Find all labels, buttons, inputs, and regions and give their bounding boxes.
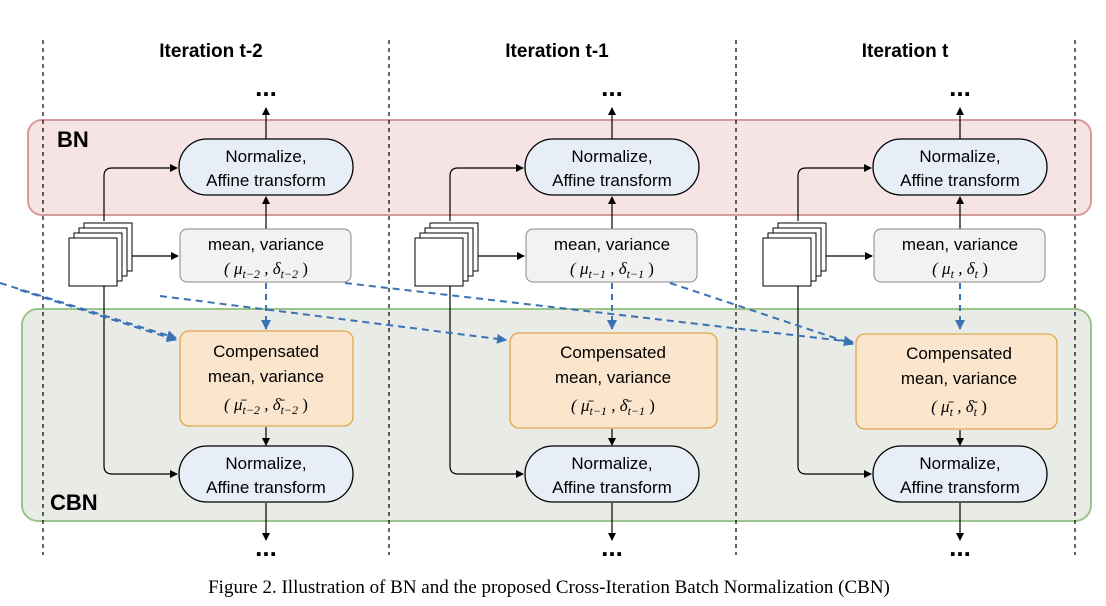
comp-formula: ( μ̄t−1 , δ̄t−1 ) [571,396,655,418]
stats-formula: ( μt , δt ) [932,259,988,281]
stats-node [525,228,698,283]
normalize-line2: Affine transform [900,171,1020,190]
stats-node [179,228,352,283]
cbn-normalize-line2: Affine transform [206,478,326,497]
dash-arrow-t2-to-comp-t1 [159,295,507,344]
iteration-title: Iteration t-1 [505,41,609,62]
dash-arrow-prev-to-comp-t2-b [19,289,177,343]
normalize-line2: Affine transform [206,171,326,190]
iteration-column: Iteration t-1 ... Normalize, Affine tran… [414,41,718,562]
figure-caption: Figure 2. Illustration of BN and the pro… [208,577,890,598]
comp-formula: ( μ̄t−2 , δ̄t−2 ) [224,395,308,417]
comp-line1: Compensated [213,342,319,361]
continuation-top: ... [949,72,971,102]
dash-arrow-t2-to-comp-t [344,282,854,346]
normalize-line2: Affine transform [552,171,672,190]
normalize-line1: Normalize, [571,147,652,166]
comp-line2: mean, variance [555,368,671,387]
cbn-normalize-node [524,445,700,503]
continuation-bottom: ... [601,532,623,562]
iteration-column: Iteration t ... Normalize, Affine transf… [762,41,1058,562]
comp-line1: Compensated [906,344,1012,363]
stats-line1: mean, variance [902,235,1018,254]
continuation-top: ... [601,72,623,102]
iteration-title: Iteration t-2 [159,41,262,62]
feature-maps-icon [68,222,133,287]
cbn-normalize-node [178,445,354,503]
cbn-normalize-line1: Normalize, [571,454,652,473]
arrow-features-to-normalize [103,164,178,221]
arrow-features-to-cbn-normalize [103,286,178,478]
bn-label: BN [57,127,89,152]
normalize-node [178,138,354,196]
comp-line2: mean, variance [901,369,1017,388]
iteration-column: Iteration t-2 ... Normalize, Affine tran… [68,41,354,562]
comp-line2: mean, variance [208,367,324,386]
stats-formula: ( μt−2 , δt−2 ) [224,259,308,281]
arrow-features-to-normalize [797,164,872,221]
cbn-normalize-line2: Affine transform [552,478,672,497]
cbn-normalize-line1: Normalize, [919,454,1000,473]
dash-arrow-t1-to-comp-t [669,282,854,346]
stats-node [873,228,1046,283]
stats-line1: mean, variance [208,235,324,254]
normalize-node [872,138,1048,196]
dash-arrow-prev-to-comp-t2 [0,282,177,341]
cbn-normalize-node [872,445,1048,503]
arrow-features-to-cbn-normalize [797,286,872,478]
normalize-node [524,138,700,196]
iteration-title: Iteration t [862,41,949,62]
stats-line1: mean, variance [554,235,670,254]
feature-maps-icon [762,222,827,287]
continuation-bottom: ... [255,532,277,562]
compensated-node [509,332,718,429]
compensated-node [179,330,354,427]
continuation-top: ... [255,72,277,102]
continuation-bottom: ... [949,532,971,562]
arrow-features-to-cbn-normalize [449,286,524,478]
cbn-normalize-line2: Affine transform [900,478,1020,497]
compensated-node [855,333,1058,430]
comp-line1: Compensated [560,343,666,362]
arrow-features-to-normalize [449,164,524,221]
cbn-normalize-line1: Normalize, [225,454,306,473]
normalize-line1: Normalize, [919,147,1000,166]
normalize-line1: Normalize, [225,147,306,166]
comp-formula: ( μ̄t , δ̄t ) [931,397,987,419]
feature-maps-icon [414,222,479,287]
stats-formula: ( μt−1 , δt−1 ) [570,259,654,281]
cbn-label: CBN [50,490,98,515]
